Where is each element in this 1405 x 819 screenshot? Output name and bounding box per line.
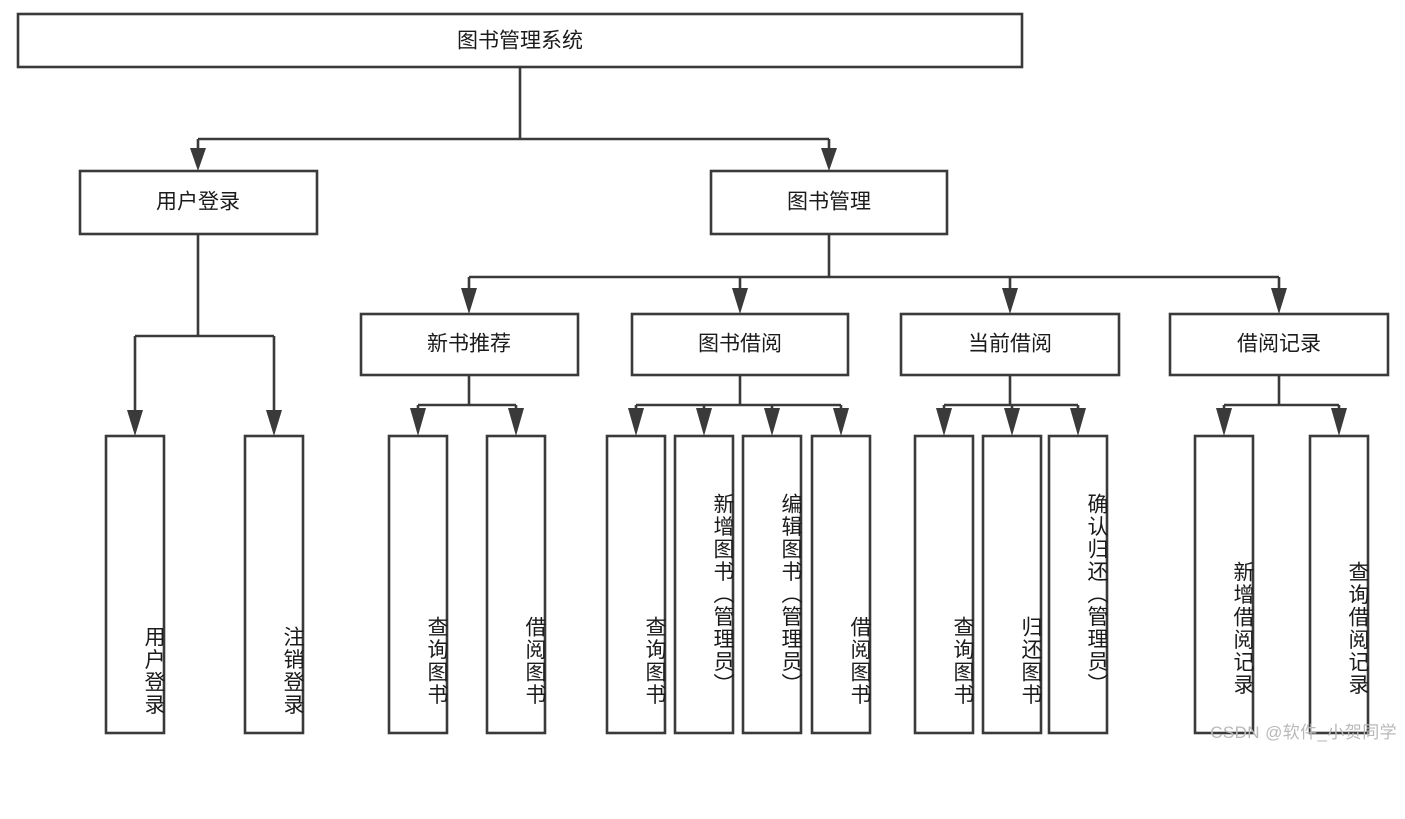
arrowhead-leaf-query-book-borrow <box>628 408 644 436</box>
node-box-leaf-query-book-rec[interactable] <box>387 434 449 735</box>
node-box-leaf-user-login[interactable] <box>104 434 166 735</box>
diagram-canvas: 图书管理系统 用户登录 图书管理 新书推荐 图书借阅 当前借阅 借阅记录 <box>16 12 1390 735</box>
arrowhead-borrow-record <box>1271 288 1287 314</box>
node-box-book-management[interactable] <box>709 169 949 236</box>
node-box-leaf-borrow-book-rec[interactable] <box>485 434 547 735</box>
arrowhead-user-login <box>190 148 206 171</box>
arrowhead-leaf-query-book-current <box>936 408 952 436</box>
system-function-tree-diagram: 图书管理系统 用户登录 图书管理 新书推荐 图书借阅 当前借阅 借阅记录 <box>16 12 1397 742</box>
node-label-new-book-recommend: 新书推荐 <box>427 333 511 356</box>
node-label-current-borrow: 当前借阅 <box>968 333 1052 356</box>
arrowhead-current-borrow <box>1002 288 1018 314</box>
node-box-new-book-recommend[interactable] <box>359 312 580 377</box>
arrowhead-leaf-user-login <box>127 410 143 436</box>
arrowhead-leaf-return-book <box>1004 408 1020 436</box>
node-box-leaf-logout[interactable] <box>243 434 305 735</box>
node-box-current-borrow[interactable] <box>899 312 1121 377</box>
node-label-root: 图书管理系统 <box>457 30 583 53</box>
node-box-leaf-query-borrow-record[interactable] <box>1308 434 1370 735</box>
node-label-book-borrow: 图书借阅 <box>698 333 782 356</box>
csdn-watermark: CSDN @软件_小贺同学 <box>1210 723 1397 742</box>
arrowhead-leaf-query-book-rec <box>410 408 426 436</box>
arrowhead-leaf-add-borrow-record <box>1216 408 1232 436</box>
node-box-leaf-edit-book[interactable] <box>741 434 803 735</box>
connector-layer <box>127 67 1347 436</box>
node-box-book-borrow[interactable] <box>630 312 850 377</box>
node-box-user-login[interactable] <box>78 169 319 236</box>
arrowhead-leaf-add-book <box>696 408 712 436</box>
node-box-leaf-query-book-borrow[interactable] <box>605 434 667 735</box>
node-box-leaf-query-book-current[interactable] <box>913 434 975 735</box>
arrowhead-leaf-confirm-return <box>1070 408 1086 436</box>
node-box-borrow-record[interactable] <box>1168 312 1390 377</box>
node-box-leaf-confirm-return[interactable] <box>1047 434 1109 735</box>
arrowhead-new-book-recommend <box>461 288 477 314</box>
node-label-user-login: 用户登录 <box>156 191 240 214</box>
node-label-book-management: 图书管理 <box>787 191 871 214</box>
node-box-leaf-add-borrow-record[interactable] <box>1193 434 1255 735</box>
arrowhead-leaf-logout <box>266 410 282 436</box>
arrowhead-book-borrow <box>732 288 748 314</box>
node-layer: 图书管理系统 用户登录 图书管理 新书推荐 图书借阅 当前借阅 借阅记录 <box>16 12 1390 735</box>
arrowhead-leaf-query-borrow-record <box>1331 408 1347 436</box>
arrowhead-book-management <box>821 148 837 171</box>
arrowhead-leaf-edit-book <box>764 408 780 436</box>
node-box-leaf-add-book[interactable] <box>673 434 735 735</box>
arrowhead-leaf-borrow-book-rec <box>508 408 524 436</box>
node-box-leaf-borrow-book[interactable] <box>810 434 872 735</box>
node-label-borrow-record: 借阅记录 <box>1237 333 1321 356</box>
arrowhead-leaf-borrow-book <box>833 408 849 436</box>
node-box-leaf-return-book[interactable] <box>981 434 1043 735</box>
node-box-root[interactable] <box>16 12 1024 69</box>
